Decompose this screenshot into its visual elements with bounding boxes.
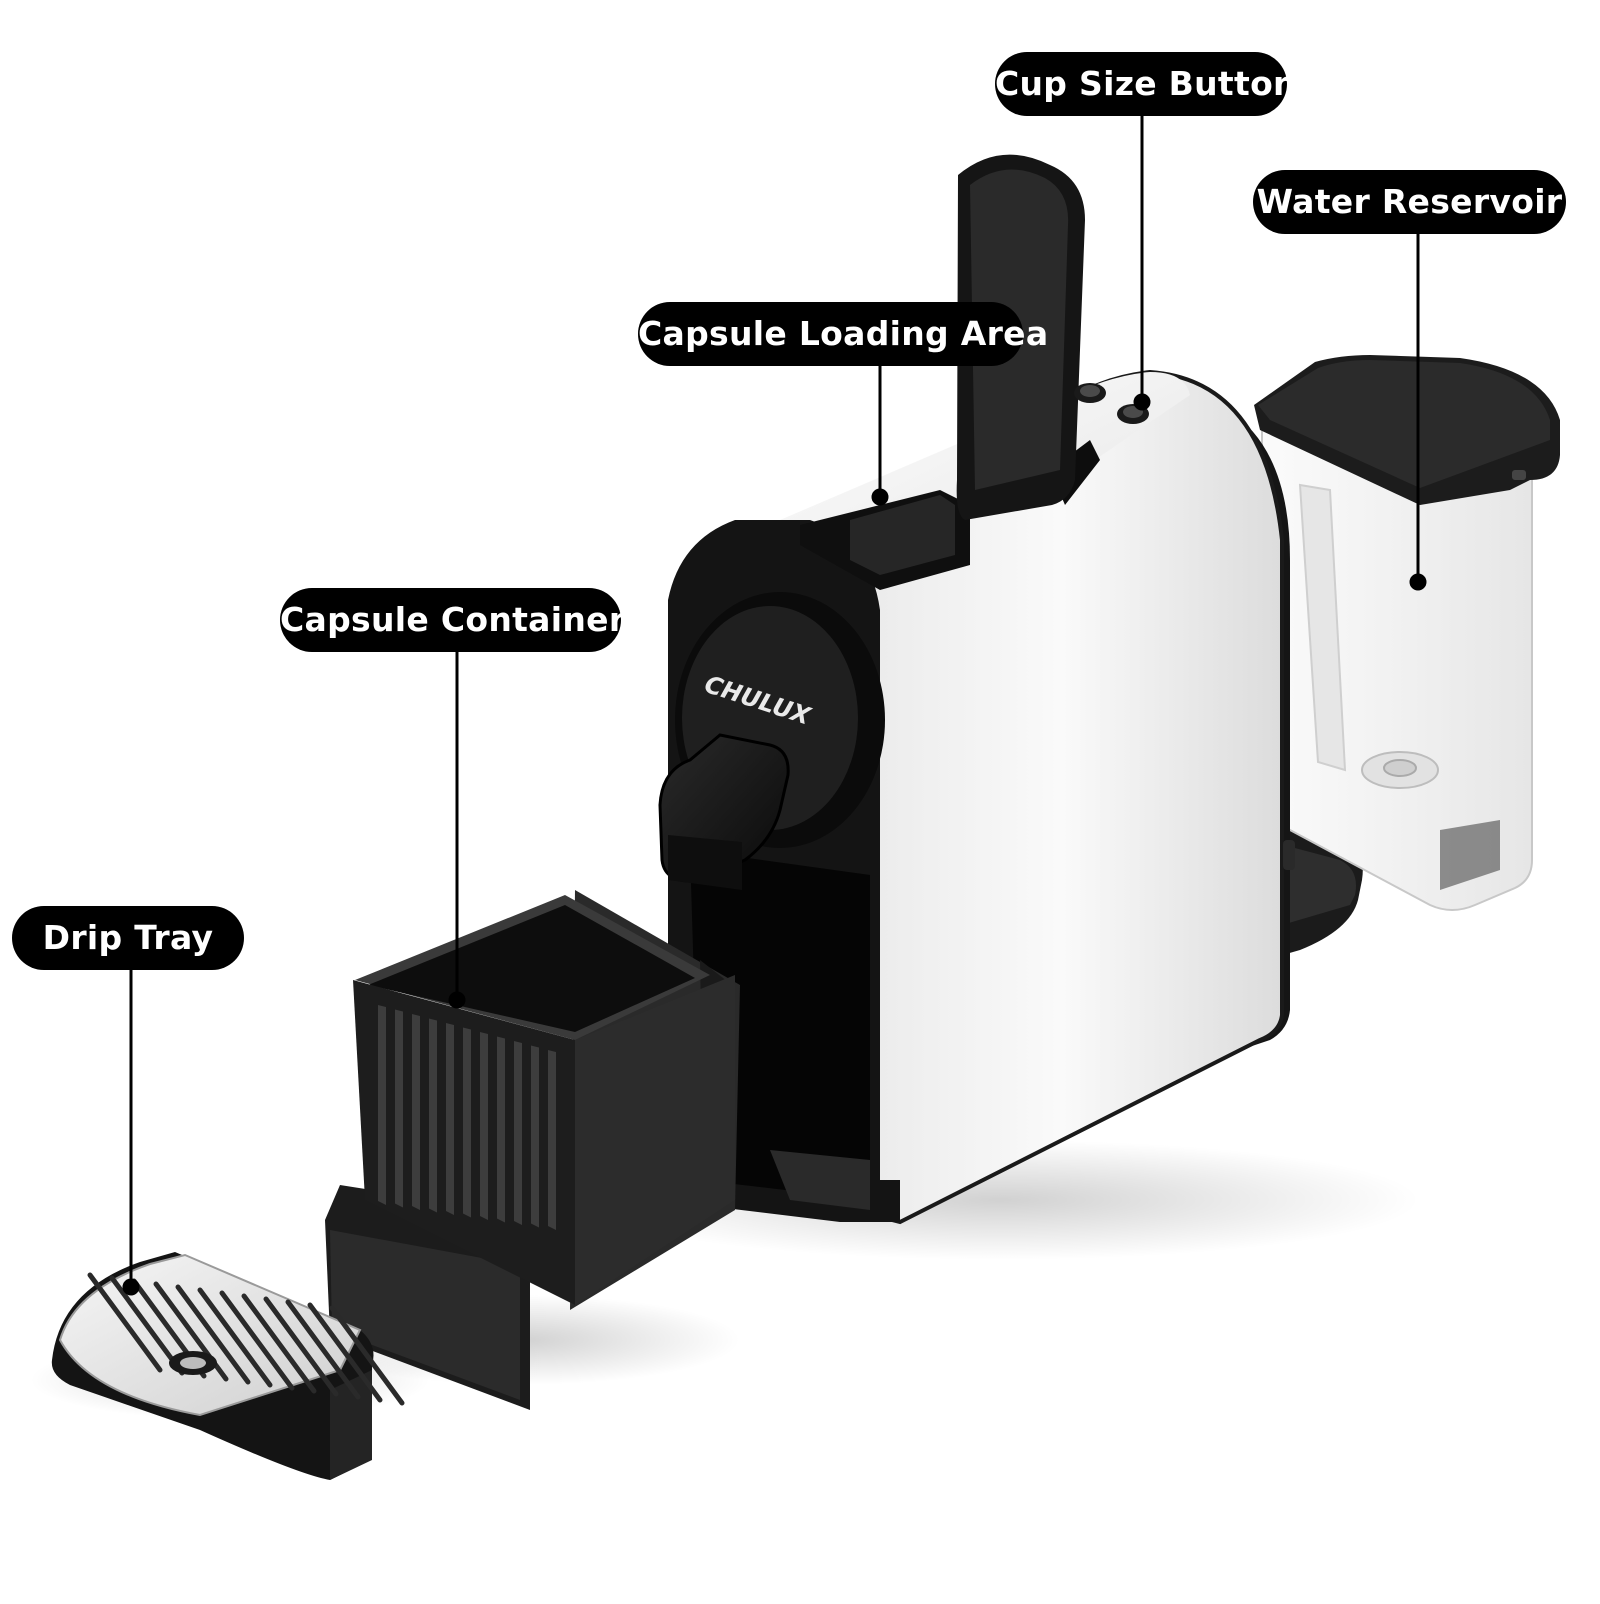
container-slats xyxy=(378,1005,556,1230)
grill-slot xyxy=(219,1290,295,1391)
leader-dot-capsule-loading xyxy=(871,488,889,506)
capsule-container xyxy=(325,890,740,1410)
container-slat xyxy=(480,1032,488,1220)
leader-lines xyxy=(122,114,1427,1296)
grill-slot xyxy=(285,1299,361,1400)
leader-dot-capsule-container xyxy=(448,991,466,1009)
container-slat xyxy=(378,1005,386,1205)
machine-body: CHULUX xyxy=(658,154,1295,1225)
grill-slot xyxy=(241,1293,317,1394)
grill-slot xyxy=(197,1287,273,1388)
callout-capsule-container: Capsule Container xyxy=(280,588,625,652)
callout-cup-size-button: Cup Size Button xyxy=(995,52,1297,116)
grill-slot xyxy=(109,1275,185,1376)
grill-slot xyxy=(263,1296,339,1397)
leader-dot-drip-tray xyxy=(122,1278,140,1296)
container-slat xyxy=(514,1041,522,1225)
grill-slot xyxy=(307,1302,383,1403)
grill-slot xyxy=(87,1272,163,1373)
leader-dot-cup-size xyxy=(1133,393,1151,411)
leader-dot-water-reservoir xyxy=(1409,573,1427,591)
container-slat xyxy=(395,1009,403,1208)
container-slat xyxy=(412,1014,420,1210)
container-slat xyxy=(497,1036,505,1223)
callout-drip-tray: Drip Tray xyxy=(12,906,244,970)
callout-water-reservoir: Water Reservoir xyxy=(1253,170,1566,234)
container-slat xyxy=(429,1018,437,1213)
container-slat xyxy=(463,1027,471,1218)
container-slat xyxy=(446,1023,454,1215)
water-reservoir xyxy=(1254,355,1560,960)
drip-tray xyxy=(51,1252,405,1480)
container-slat xyxy=(531,1045,539,1228)
grill-slot xyxy=(329,1305,405,1406)
callout-capsule-loading-area: Capsule Loading Area xyxy=(638,302,1048,366)
grill-slot xyxy=(175,1284,251,1385)
container-slat xyxy=(548,1050,556,1230)
